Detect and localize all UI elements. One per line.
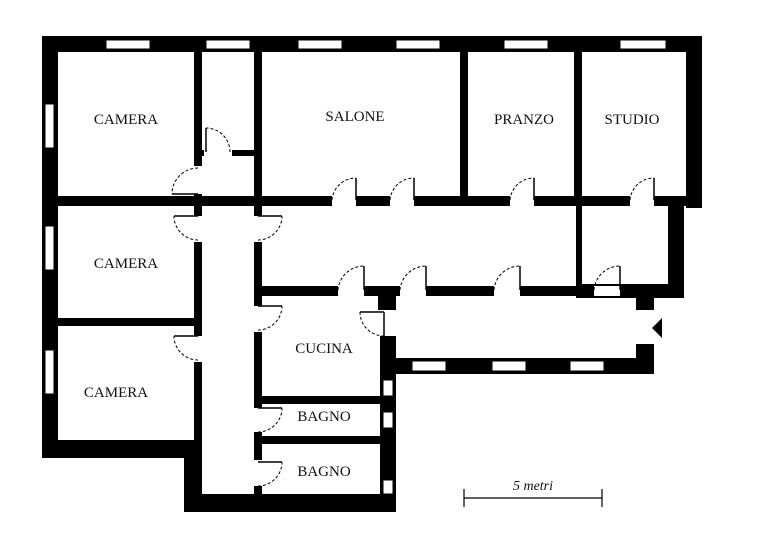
room-label-salone: SALONE	[325, 109, 384, 125]
door-hall-4	[593, 265, 621, 291]
window	[619, 39, 667, 50]
door-salone-2	[389, 177, 415, 201]
walls	[42, 36, 702, 512]
living-row-bottom-wall	[202, 196, 686, 206]
room-labels: CAMERA CAMERA CAMERA SALONE PRANZO STUDI…	[84, 109, 660, 480]
window	[503, 39, 549, 50]
door-hall-corridor	[257, 215, 283, 241]
door-hall-1	[337, 265, 365, 291]
annex-bottom-wall	[576, 284, 684, 298]
door-pranzo	[509, 177, 535, 201]
room-label-camera-3: CAMERA	[84, 385, 148, 401]
scale-bar-label: 5 metri	[513, 479, 553, 494]
room-label-studio: STUDIO	[605, 112, 660, 128]
windows	[44, 39, 667, 495]
door-bagno-1	[257, 407, 283, 433]
window	[205, 39, 251, 50]
outer-wall-bottom-left	[42, 440, 202, 458]
bedroom-partition-2	[58, 318, 202, 326]
window	[44, 349, 55, 395]
door-cucina-entry	[359, 311, 385, 337]
door-cucina	[257, 305, 283, 331]
bagno-bagno-wall	[262, 436, 396, 444]
cucina-right-wall	[378, 286, 396, 310]
pranzo-studio-wall	[574, 52, 582, 200]
window	[395, 39, 441, 50]
door-camera-3	[173, 335, 199, 361]
room-label-cucina: CUCINA	[295, 341, 353, 357]
window	[382, 479, 394, 495]
door-camera-2	[173, 215, 199, 241]
door-hall-3	[493, 265, 521, 291]
bedroom-partition-1	[58, 196, 202, 206]
room-label-bagno-2: BAGNO	[297, 464, 351, 480]
door-salone-1	[331, 177, 357, 201]
door-hall-2	[399, 265, 427, 291]
annex-right-wall	[668, 196, 684, 298]
entry-post-bottom	[636, 344, 654, 374]
room-label-bagno-1: BAGNO	[297, 409, 351, 425]
door-hall	[205, 127, 231, 153]
door-camera-1	[171, 167, 199, 195]
window	[569, 360, 605, 372]
bedroom-partition-vertical	[194, 52, 202, 440]
window	[382, 411, 394, 429]
hall-annex-wall	[576, 206, 582, 294]
entry-post-top	[636, 296, 654, 310]
room-label-camera-1: CAMERA	[94, 112, 158, 128]
window	[105, 39, 151, 50]
outer-wall-bottom	[184, 494, 396, 512]
window	[44, 103, 55, 149]
entrance-arrow-icon	[652, 318, 662, 338]
door-studio	[629, 177, 655, 201]
doors	[171, 127, 655, 487]
corridor-right-wall	[254, 52, 262, 496]
door-bagno-2	[257, 461, 283, 487]
room-label-camera-2: CAMERA	[94, 256, 158, 272]
outer-wall-right	[686, 36, 702, 208]
window	[44, 225, 55, 271]
salone-pranzo-wall	[460, 52, 468, 200]
room-label-pranzo: PRANZO	[494, 112, 554, 128]
scale-bar: 5 metri	[463, 479, 603, 507]
cucina-bagno-wall	[262, 396, 396, 404]
window	[491, 360, 527, 372]
window	[297, 39, 343, 50]
window	[411, 360, 447, 372]
window	[382, 379, 394, 397]
